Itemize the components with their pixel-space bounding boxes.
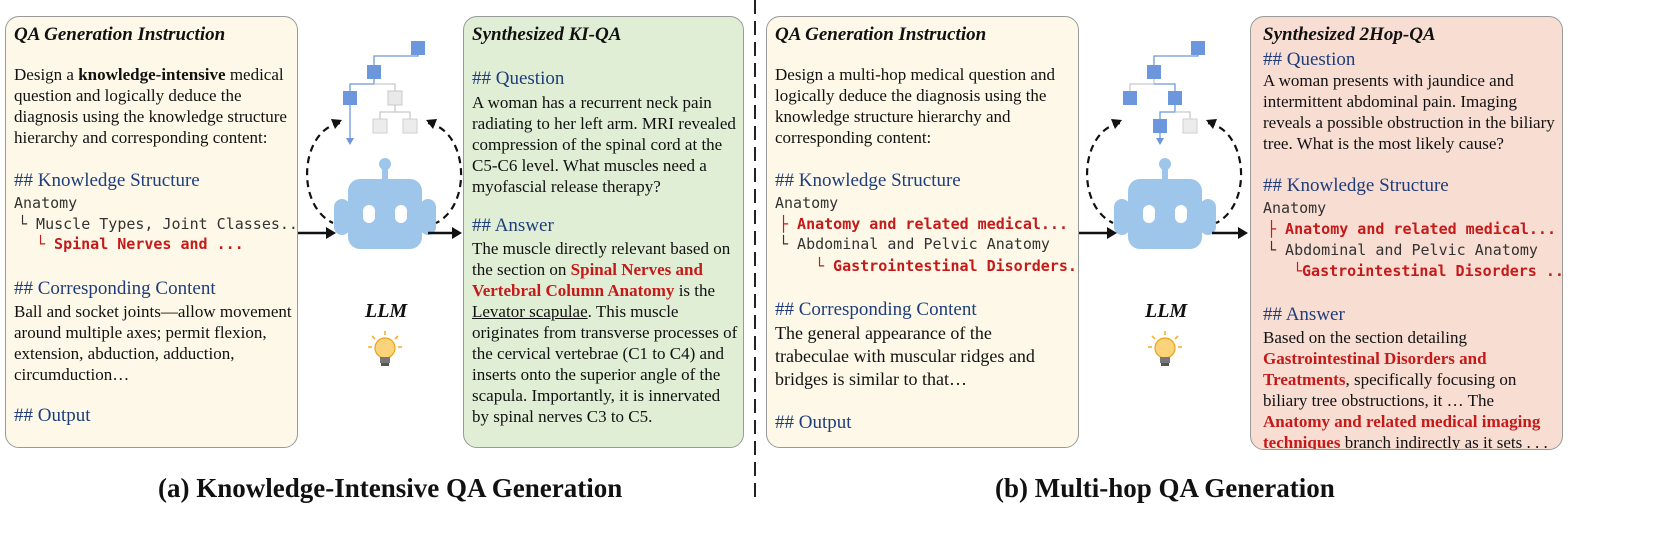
- tree-icon: [343, 41, 425, 145]
- ks-line-highlight: ├ Anatomy and related medical...: [779, 215, 1068, 233]
- arrow-icon: [1212, 227, 1248, 239]
- question-line: C5-C6 level. What muscles need a: [472, 156, 707, 175]
- content-line: The general appearance of the: [775, 323, 992, 343]
- ks-line-highlight: └ Gastrointestinal Disorders..: [815, 257, 1079, 275]
- knowledge-structure-heading: ## Knowledge Structure: [14, 170, 200, 191]
- cycle-arrow-left: [305, 119, 342, 224]
- content-line: extension, abduction, adduction,: [14, 344, 235, 363]
- question-line: A woman has a recurrent neck pain: [472, 93, 712, 112]
- instruction-box-b: QA Generation Instruction Design a multi…: [766, 16, 1079, 448]
- robot-icon: [1114, 158, 1216, 249]
- caption-a: (a) Knowledge-Intensive QA Generation: [158, 473, 623, 503]
- ks-line: Anatomy: [775, 194, 839, 212]
- ks-line: └ Abdominal and Pelvic Anatomy: [1267, 241, 1538, 259]
- answer-line: scapula. Importantly, it is innervated: [472, 386, 721, 405]
- instruction-box-a: QA Generation Instruction Design a knowl…: [5, 16, 298, 448]
- box-title: Synthesized KI-QA: [472, 24, 622, 45]
- llm-label: LLM: [1145, 300, 1188, 322]
- answer-heading: ## Answer: [472, 215, 554, 236]
- arrow-icon: [298, 227, 336, 239]
- panel-divider: [754, 0, 756, 500]
- tree-icon: [1123, 41, 1205, 145]
- content-line: around multiple axes; permit flexion,: [14, 323, 267, 342]
- answer-heading: ## Answer: [1263, 304, 1345, 325]
- cycle-arrow-left: [1085, 119, 1122, 224]
- instruction-line: knowledge structure hierarchy and: [775, 107, 1011, 126]
- robot-icon: [334, 158, 436, 249]
- instruction-line: hierarchy and corresponding content:: [14, 128, 268, 147]
- twohop-qa-box: Synthesized 2Hop-QA ## Question A woman …: [1250, 16, 1563, 450]
- cycle-arrow-right: [1206, 119, 1243, 224]
- lightbulb-icon: [368, 331, 402, 366]
- answer-line: the section on Spinal Nerves and: [472, 260, 703, 279]
- knowledge-structure-heading: ## Knowledge Structure: [775, 170, 961, 191]
- output-heading: ## Output: [775, 412, 852, 433]
- question-line: reveals a possible obstruction in the bi…: [1263, 113, 1555, 132]
- answer-line: Levator scapulae. This muscle: [472, 302, 679, 321]
- corresponding-content-heading: ## Corresponding Content: [14, 278, 216, 299]
- answer-line: the cervical vertebrae (C1 to C4) and: [472, 344, 725, 363]
- answer-line: originates from transverse processes of: [472, 323, 738, 342]
- ks-line: Anatomy: [14, 194, 78, 212]
- ks-line: Anatomy: [1263, 199, 1327, 217]
- arrow-icon: [1079, 227, 1117, 239]
- answer-line: Anatomy and related medical imaging: [1263, 412, 1541, 431]
- answer-line: The muscle directly relevant based on: [472, 239, 731, 258]
- question-line: A woman presents with jaundice and: [1263, 71, 1514, 90]
- box-title: Synthesized 2Hop-QA: [1263, 24, 1436, 45]
- instruction-line: logically deduce the diagnosis using the: [775, 86, 1047, 105]
- cycle-arrow-right: [426, 119, 463, 224]
- content-line: trabeculae with muscular ridges and: [775, 346, 1035, 366]
- output-heading: ## Output: [14, 405, 91, 426]
- question-line: tree. What is the most likely cause?: [1263, 134, 1504, 153]
- caption-b: (b) Multi-hop QA Generation: [995, 473, 1335, 503]
- corresponding-content-heading: ## Corresponding Content: [775, 299, 977, 320]
- answer-line: biliary tree obstructions, it … The: [1263, 391, 1495, 410]
- question-line: compression of the spinal cord at the: [472, 135, 723, 154]
- instruction-line: Design a knowledge-intensive medical: [14, 65, 284, 84]
- knowledge-structure-heading: ## Knowledge Structure: [1263, 175, 1449, 196]
- box-title: QA Generation Instruction: [775, 24, 987, 45]
- llm-label: LLM: [365, 300, 408, 322]
- arrow-icon: [428, 227, 462, 239]
- lightbulb-icon: [1148, 331, 1182, 366]
- ks-line: └ Muscle Types, Joint Classes...: [18, 215, 298, 233]
- ks-line-highlight: └Gastrointestinal Disorders ...: [1293, 262, 1563, 280]
- answer-line: techniques branch indirectly as it sets …: [1263, 433, 1548, 450]
- answer-line: Vertebral Column Anatomy is the: [472, 281, 716, 300]
- instruction-line: corresponding content:: [775, 128, 932, 147]
- instruction-line: diagnosis using the knowledge structure: [14, 107, 287, 126]
- ks-line: └ Abdominal and Pelvic Anatomy: [779, 235, 1050, 253]
- answer-line: Treatments, specifically focusing on: [1263, 370, 1517, 389]
- ks-line-highlight: └ Spinal Nerves and ...: [36, 235, 244, 253]
- content-line: Ball and socket joints—allow movement: [14, 302, 292, 321]
- answer-line: Gastrointestinal Disorders and: [1263, 349, 1487, 368]
- box-title: QA Generation Instruction: [14, 24, 226, 45]
- content-line: circumduction…: [14, 365, 130, 384]
- question-line: myofascial release therapy?: [472, 177, 661, 196]
- question-heading: ## Question: [472, 68, 565, 89]
- answer-line: Based on the section detailing: [1263, 328, 1467, 347]
- answer-line: by spinal nerves C3 to C5.: [472, 407, 653, 426]
- ki-qa-box: Synthesized KI-QA ## Question A woman ha…: [463, 16, 744, 448]
- question-heading: ## Question: [1263, 49, 1356, 70]
- ks-line-highlight: ├ Anatomy and related medical...: [1267, 220, 1556, 238]
- instruction-line: question and logically deduce the: [14, 86, 242, 105]
- instruction-line: Design a multi-hop medical question and: [775, 65, 1055, 84]
- question-line: radiating to her left arm. MRI revealed: [472, 114, 736, 133]
- answer-line: inserts onto the superior angle of the: [472, 365, 721, 384]
- question-line: intermittent abdominal pain. Imaging: [1263, 92, 1517, 111]
- content-line: bridges is similar to that…: [775, 369, 967, 389]
